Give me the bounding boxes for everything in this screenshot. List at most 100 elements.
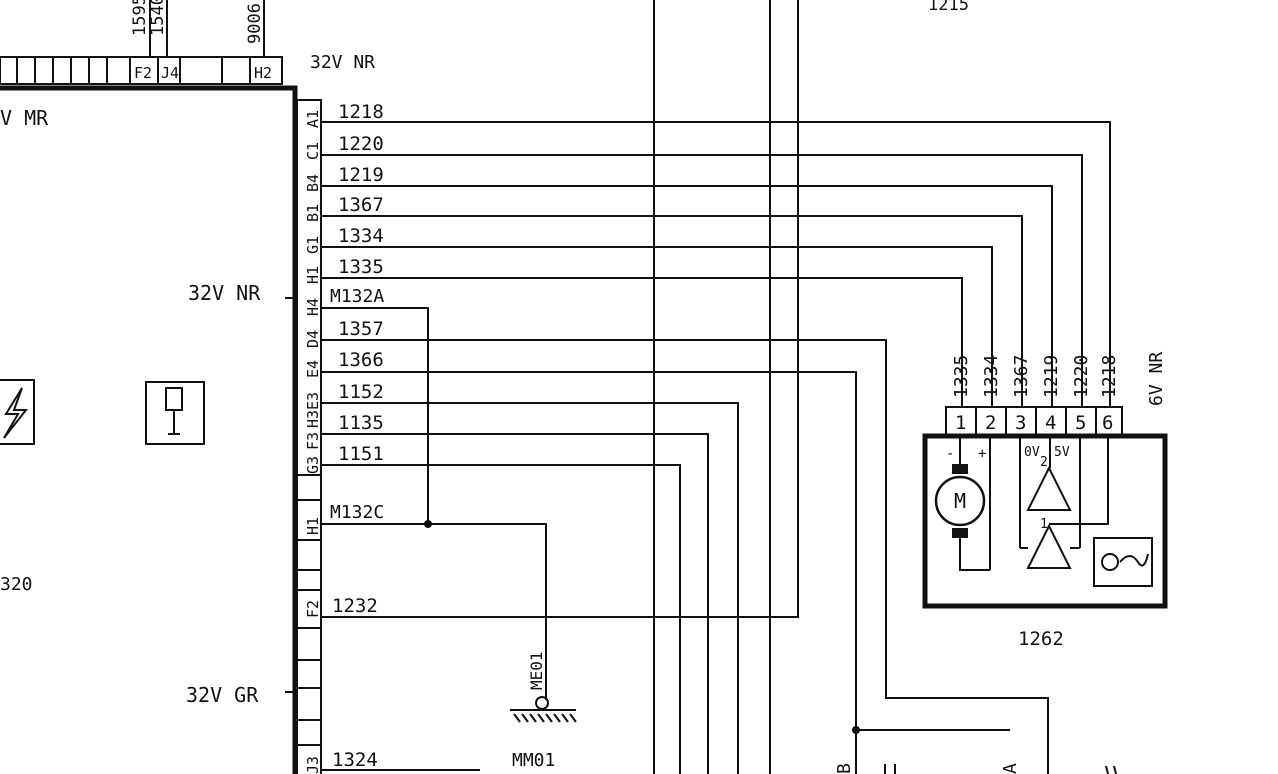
pin-minus-label: - [946,446,954,462]
wire-label-1151: 1151 [338,443,384,465]
component-pin-1: 1 [955,412,966,434]
pin-label-e4: E4 [304,360,322,378]
pin-label-g3: G3 [304,456,322,474]
component-body [922,433,1168,609]
side-connector-label-gr: 32V GR [186,683,259,707]
splice-dot-m132 [424,520,432,528]
top-connector-label: 32V NR [310,52,375,73]
wire-m132c [321,523,547,700]
component-pin-5: 5 [1075,412,1086,434]
wire-label-m132a: M132A [330,286,384,307]
injector-icon [145,381,205,445]
ground-code: ME01 [527,651,546,690]
pin-f2-top: F2 [134,64,152,82]
top-connector-strip: F2 J4 H2 [0,56,283,85]
pin-label-e3: E3 [304,392,322,410]
component-wire-1220: 1220 [1071,355,1092,398]
pin-label-f2-lower: F2 [304,600,322,618]
wire-1220 [321,154,1083,407]
pin-label-h1: H1 [304,266,322,284]
component-pin-2: 2 [985,412,996,434]
wire-label-9006: 9006 [245,3,265,44]
wire-1151 [321,464,681,774]
component-ref: 1262 [1018,628,1064,650]
pin-label-b4: B4 [304,174,322,192]
wire-1219 [321,185,1053,407]
bottom-fragment-a: A [1000,763,1021,774]
wire-label-1220: 1220 [338,133,384,155]
bottom-fragment-b: B [834,763,855,774]
motor-symbol: M [954,489,966,513]
left-fragment-label: V MR [0,106,49,130]
component-wire-1334: 1334 [981,355,1002,398]
pin-label-a1: A1 [304,110,322,128]
pin-j4-top: J4 [161,64,179,82]
component-pin-3: 3 [1015,412,1026,434]
wire-label-1135: 1135 [338,412,384,434]
wire-label-1232: 1232 [332,595,378,617]
wire-label-m132c: M132C [330,502,384,523]
pin-label-h3: H3 [304,410,322,428]
pin-label-h4: H4 [304,298,322,316]
pin-label-f3: F3 [304,432,322,450]
module-fragment-label: 320 [0,574,33,595]
pin-label-c1: C1 [304,142,322,160]
top-wire-numbers: 1595 1540 9006 [130,0,265,57]
wire-1335 [321,277,963,407]
motor-icon: M - + [934,436,991,571]
wire-label-1357: 1357 [338,318,384,340]
component-pin-6: 6 [1102,412,1113,434]
connector-pin-labels: A1 C1 B4 B1 G1 H1 H4 D4 E4 E3 H3 F3 G3 H… [304,110,322,774]
pin-label-g1: G1 [304,236,322,254]
splice-dot-856 [852,726,860,734]
wire-label-1334: 1334 [338,225,384,247]
wire-1357 [321,339,1049,774]
pin-label-j3-lower: J3 [304,756,322,774]
component-pin-strip: 1 2 3 4 5 6 [945,406,1123,436]
wire-1232 [321,0,799,618]
wire-label-1335: 1335 [338,256,384,278]
harness-wire-labels: 1218 1220 1219 1367 1334 1335 M132A 1357… [330,101,384,771]
wire-1366 [321,371,857,774]
component-wire-1219: 1219 [1041,355,1062,398]
pin-h2-top: H2 [254,64,272,82]
wire-label-1366: 1366 [338,349,384,371]
side-connector [285,99,322,774]
component-wire-1367: 1367 [1011,355,1032,398]
component-connector-label: 6V NR [1146,352,1167,406]
wire-label-1540: 1540 [148,0,168,36]
pin-label-d4: D4 [304,330,322,348]
sensor-pin-2: 2 [1040,455,1048,470]
component-1262: 1335 1334 1367 1219 1220 1218 6V NR 1 2 … [922,352,1168,650]
wire-label-1595: 1595 [130,0,150,36]
component-wire-labels: 1335 1334 1367 1219 1220 1218 [951,355,1120,398]
wire-m132a [321,307,429,524]
wire-1367 [321,215,1023,407]
ground-symbol: ME01 MM01 [510,651,577,771]
component-wire-1335: 1335 [951,355,972,398]
bottom-fragments: B A [834,763,1117,774]
wire-label-1218: 1218 [338,101,384,123]
component-wire-1218: 1218 [1099,355,1120,398]
pin-plus-label: + [978,446,986,462]
pin-label-b1: B1 [304,204,322,222]
sensor-icon: 0V 5V 2 1 [1019,436,1109,569]
wire-label-1219: 1219 [338,164,384,186]
side-connector-label-nr: 32V NR [188,281,261,305]
wire-label-1367: 1367 [338,194,384,216]
sensor-pin-1: 1 [1040,517,1048,532]
lightning-icon [0,379,35,445]
top-right-fragment: 1215 [928,0,969,15]
harness-wires [321,0,1111,774]
wire-1152 [321,402,739,774]
wire-1334 [321,246,993,407]
ecu-module-border [0,85,298,774]
wire-1218 [321,121,1111,407]
position-sensor-icon [1093,537,1153,587]
component-pin-4: 4 [1045,412,1056,434]
wire-label-1152: 1152 [338,381,384,403]
ground-label: MM01 [512,750,555,771]
voltage-5v: 5V [1054,445,1070,460]
voltage-0v: 0V [1024,445,1040,460]
